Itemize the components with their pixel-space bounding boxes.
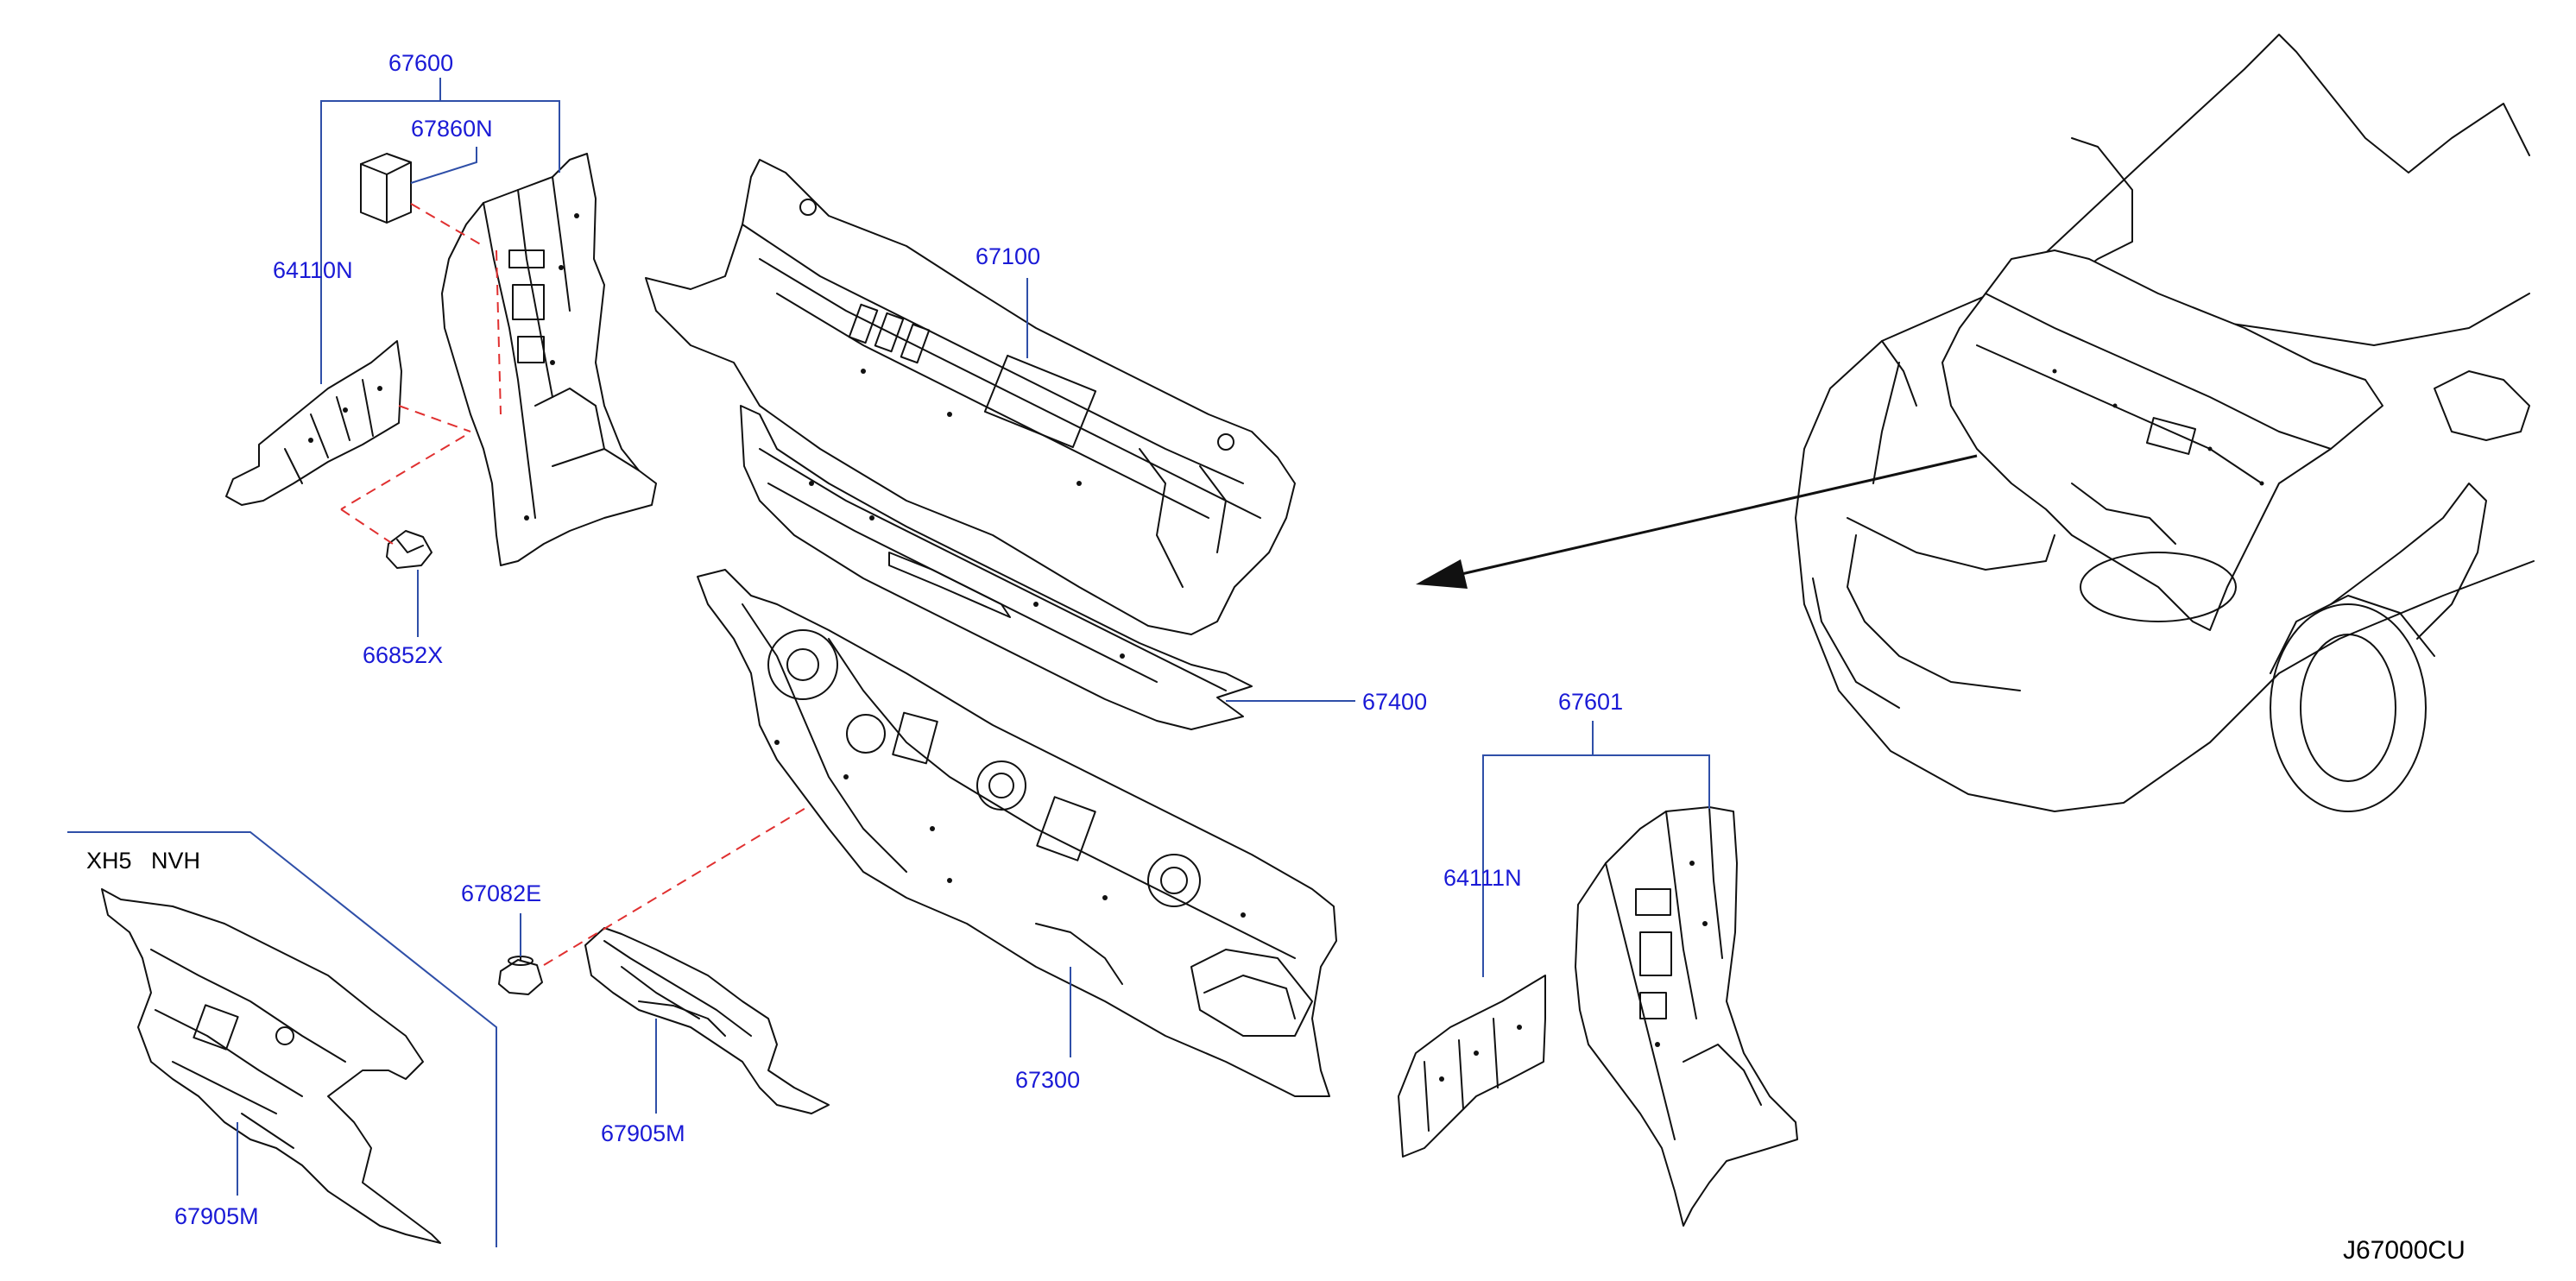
label-67905M-left: 67905M	[174, 1203, 259, 1229]
label-64111N: 64111N	[1443, 865, 1522, 891]
variant-box-divider	[67, 831, 497, 1247]
part-66852X-clip[interactable]	[386, 530, 432, 569]
label-67905M-center: 67905M	[601, 1120, 685, 1146]
hidden-link-67905M	[543, 806, 808, 966]
part-67300-dash-panel[interactable]	[697, 569, 1337, 1097]
label-67400: 67400	[1362, 689, 1427, 715]
location-pointer-arrow	[1416, 454, 1978, 589]
label-67300: 67300	[1015, 1067, 1080, 1093]
variant-note-label: XH5 NVH	[86, 848, 200, 874]
label-67100: 67100	[975, 243, 1040, 269]
diagram-code: J67000CU	[2343, 1236, 2466, 1265]
leader-lines-67600	[320, 78, 560, 637]
part-67860N-block[interactable]	[360, 153, 412, 224]
leader-lines-67601	[1482, 721, 1710, 977]
label-66852X: 66852X	[363, 642, 443, 668]
part-64110N-inner-panel[interactable]	[225, 340, 402, 506]
part-67100-cowl-top[interactable]	[645, 159, 1296, 635]
hidden-link-lines-left	[340, 203, 502, 545]
label-67601: 67601	[1558, 689, 1623, 715]
part-67601-pillar-right[interactable]	[1575, 806, 1798, 1227]
part-67905M-center-insulator[interactable]	[584, 927, 830, 1114]
label-67600: 67600	[388, 50, 453, 76]
label-67860N: 67860N	[411, 116, 493, 142]
label-64110N: 64110N	[273, 257, 353, 283]
part-64111N-inner-panel[interactable]	[1398, 975, 1546, 1158]
part-67905M-left-insulator[interactable]	[101, 888, 441, 1244]
part-67400-crossmember[interactable]	[740, 405, 1253, 730]
part-67600-pillar-left[interactable]	[441, 153, 657, 566]
vehicle-overview	[1795, 34, 2535, 812]
label-67082E: 67082E	[461, 880, 541, 906]
